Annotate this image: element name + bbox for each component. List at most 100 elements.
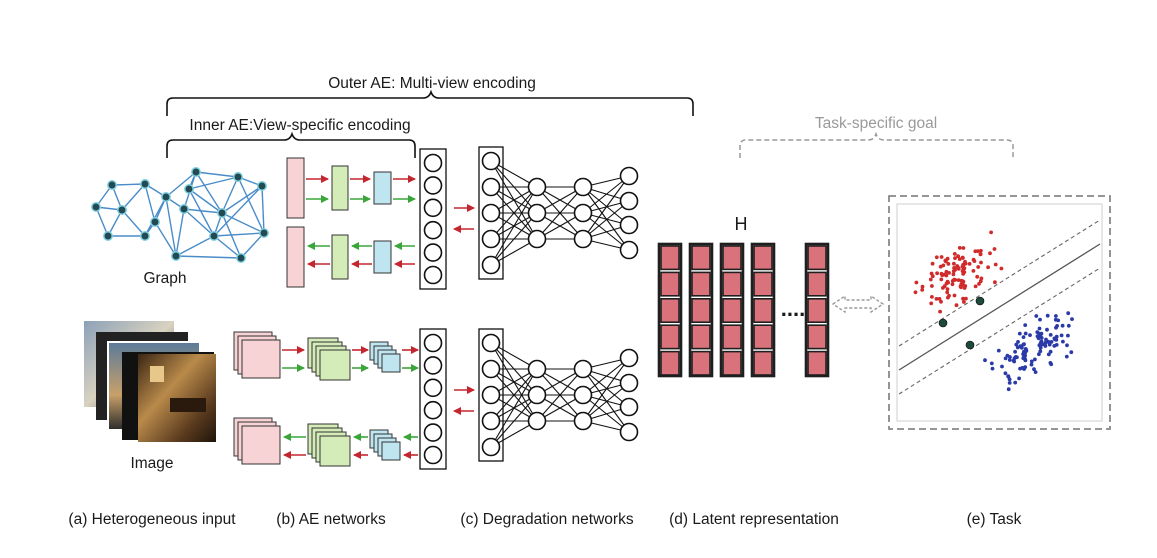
graph-node [191,167,201,177]
class-a-point [940,273,945,278]
class-a-point [935,271,939,276]
class-b-point [1037,326,1042,331]
class-a-point [930,274,935,279]
class-b-point [1066,333,1070,338]
degradation-edge [582,357,630,422]
class-b-point [1008,355,1012,359]
graph-edge [165,171,197,198]
degradation-neuron [619,373,639,393]
graph-edge [188,176,239,190]
class-a-point [914,280,919,285]
class-a-point [952,293,957,298]
inner-ae-label: Inner AE:View-specific encoding [189,117,410,134]
latent-cell [691,350,711,376]
degradation-edge [490,394,538,448]
class-a-point [989,230,993,235]
degradation-neuron [619,422,639,442]
graph-edge [240,232,265,259]
latent-cell [660,271,680,297]
class-b-point [1022,342,1026,347]
inner-ae-brace [166,131,416,158]
class-b-point [1036,336,1041,341]
graph-edge [213,185,263,237]
class-a-point [952,252,957,256]
graph-node [184,184,194,194]
class-b-point [1013,355,1018,359]
class-b-point [1021,353,1026,357]
class-b-point [1053,337,1057,342]
photo-sofa-icon [170,398,206,412]
class-b-point [1032,367,1036,372]
class-b-point [1064,354,1069,359]
class-a-point [953,256,957,260]
class-b-point [1060,323,1065,328]
class-b-point [1014,342,1019,347]
class-a-point [956,278,961,282]
class-a-point [946,262,951,266]
class-a-point [976,265,981,269]
class-b-point [1012,359,1017,364]
class-a-point [973,249,978,254]
class-a-point [920,288,925,292]
class-a-point [963,259,967,264]
class-b-point [1024,347,1028,352]
degradation-neuron [481,385,501,405]
degradation-edge [490,368,538,448]
degradation-edge [582,357,630,396]
class-a-point [993,262,998,267]
latent-representation-h [657,242,830,378]
degradation-neuron [573,385,593,405]
graph-edge [213,235,242,259]
class-a-point [963,284,968,288]
class-b-point [1045,313,1050,318]
class-b-point [1016,340,1020,344]
decision-boundary [898,243,1101,371]
class-a-point [950,282,955,287]
class-a-point [964,296,968,301]
class-b-points [983,311,1074,392]
latent-cell [691,297,711,323]
class-a-point [930,295,934,299]
class-a-point [954,303,959,308]
class-a-point [962,300,966,304]
class-b-point [1029,362,1034,367]
degradation-neuron [573,359,593,379]
class-b-point [1034,314,1039,318]
class-b-point [1021,356,1026,361]
degradation-edge [490,186,538,240]
class-b-point [1061,339,1065,344]
graph-edge [221,212,265,234]
graph-node [209,231,219,241]
class-b-point [1046,352,1051,357]
graph-input [91,167,269,263]
class-b-point [1038,349,1043,354]
class-b-point [1035,330,1040,334]
outer-ae-brace [166,89,694,116]
latent-cell [753,271,773,297]
graph-edge [121,209,146,237]
photo-window-icon [150,366,164,382]
degradation-neuron [573,203,593,223]
graph-edge [213,232,265,237]
graph-edge [175,208,185,257]
class-b-point [1066,323,1071,328]
class-b-point [1054,334,1059,339]
graph-node [140,179,150,189]
code-neuron [423,265,443,285]
task-plot-area [896,203,1103,422]
graph-edge [154,221,177,257]
degradation-edge [582,368,630,408]
class-a-point [959,285,963,290]
graph-edge [261,185,265,234]
degradation-neuron [481,359,501,379]
graph-node [117,205,127,215]
degradation-edge [582,200,630,240]
graph-degradation-network [478,146,639,280]
image-label: Image [130,455,173,472]
code-neuron [423,378,443,398]
class-b-point [1018,366,1022,371]
class-b-point [1018,344,1023,349]
degradation-edge [582,175,630,240]
class-b-point [1069,350,1074,355]
